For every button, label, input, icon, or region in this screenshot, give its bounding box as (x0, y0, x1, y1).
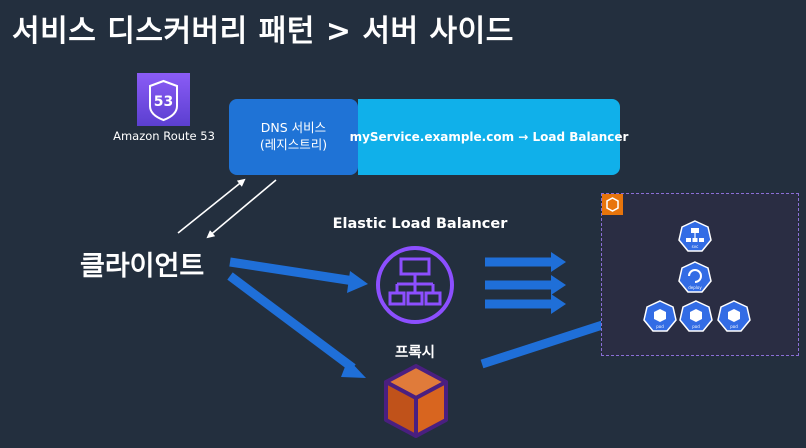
deployment-node-icon: deploy (678, 261, 712, 293)
dns-service-title: DNS 서비스 (260, 120, 327, 135)
dns-to-client-arrow (206, 179, 277, 239)
elb-to-cluster-arrow (485, 294, 566, 314)
pod-node-icon: pod (717, 300, 751, 332)
client-to-elb-arrow (229, 257, 368, 293)
service-node-icon: svc (678, 220, 712, 252)
elb-to-cluster-arrow (485, 252, 566, 272)
pod-node-label: pod (692, 324, 700, 329)
elb-label: Elastic Load Balancer (332, 216, 508, 232)
proxy-cube-icon (384, 364, 448, 438)
proxy-label: 프록시 (394, 345, 436, 361)
pod-node-label: pod (656, 324, 664, 329)
service-node-label: svc (692, 244, 699, 249)
page-title: 서비스 디스커버리 패턴 > 서버 사이드 (12, 14, 514, 49)
client-label: 클라이언트 (80, 251, 205, 282)
pod-node-label: pod (730, 324, 738, 329)
route53-icon: 53 (137, 73, 190, 126)
route53-badge-text: 53 (154, 94, 173, 110)
elb-to-cluster-arrow (485, 275, 566, 295)
dns-record-box: myService.example.com → Load Balancer (350, 99, 628, 175)
pod-node-icon: pod (643, 300, 677, 332)
pod-node-icon: pod (679, 300, 713, 332)
dns-service-box: DNS 서비스 (레지스트리) (229, 99, 358, 175)
route53-label: Amazon Route 53 (113, 129, 215, 143)
dns-record-text: myService.example.com → Load Balancer (349, 130, 629, 144)
dns-service-subtitle: (레지스트리) (259, 137, 328, 152)
load-balancer-icon (376, 246, 454, 324)
client-to-proxy-arrow (227, 272, 366, 378)
eks-icon (602, 194, 623, 215)
client-to-dns-arrow (177, 178, 246, 234)
deployment-node-label: deploy (688, 285, 702, 290)
